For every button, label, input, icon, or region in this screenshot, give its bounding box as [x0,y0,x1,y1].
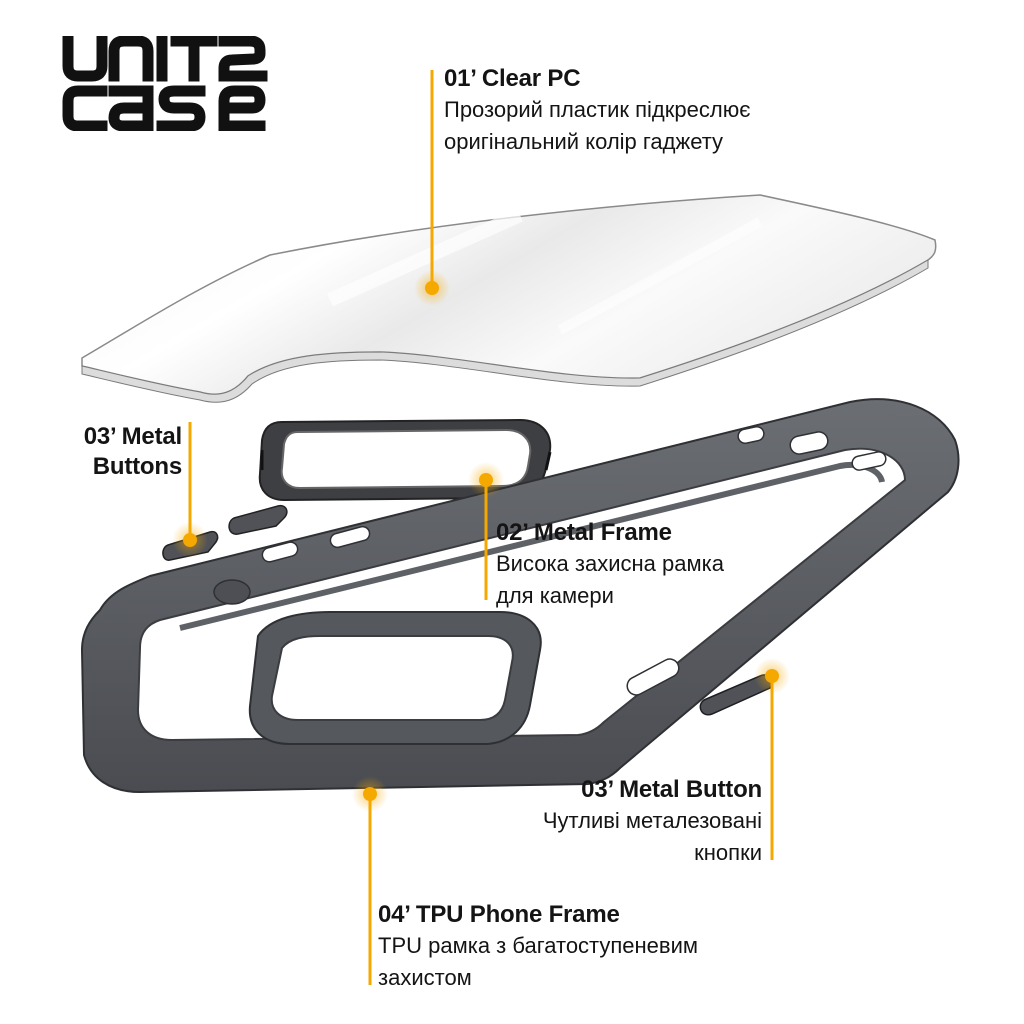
callout-metal-button: 03’ Metal Button Чутливі металезовані кн… [480,775,762,869]
callout-clear-pc: 01’ Clear PC Прозорий пластик підкреслює… [444,64,750,158]
callout-desc-line: Прозорий пластик підкреслює [444,97,751,122]
callout-metal-frame: 02’ Metal Frame Висока захисна рамка для… [496,518,724,612]
unit2case-logo [62,35,268,132]
callout-desc-line: кнопки [694,840,762,865]
callout-metal-buttons: 03’ Metal Buttons [62,422,182,482]
callout-desc-line: для камери [496,583,614,608]
callout-tpu-frame: 04’ TPU Phone Frame TPU рамка з багатост… [378,900,698,994]
metal-camera-frame [258,418,552,502]
clear-pc-panel [81,194,937,403]
callout-markers [172,270,790,812]
callout-desc-line: Чутливі металезовані [542,808,762,833]
callout-desc-line: оригінальний колір гаджету [444,129,724,154]
callout-desc-line: Висока захисна рамка [496,551,724,576]
callout-desc-line: захистом [378,965,472,990]
tpu-phone-frame [80,398,960,794]
callout-title: 03’ Metal [83,423,182,450]
callout-title: 01’ Clear PC [444,65,581,92]
callout-title: Buttons [92,453,182,480]
callout-desc-line: TPU рамка з багатоступеневим [378,933,699,958]
brand-logo: UNIT2 CASE [62,35,287,136]
callout-title: 03’ Metal Button [581,776,762,803]
callout-title: 04’ TPU Phone Frame [378,901,620,928]
callout-title: 02’ Metal Frame [496,519,672,546]
leader-lines [188,70,774,985]
